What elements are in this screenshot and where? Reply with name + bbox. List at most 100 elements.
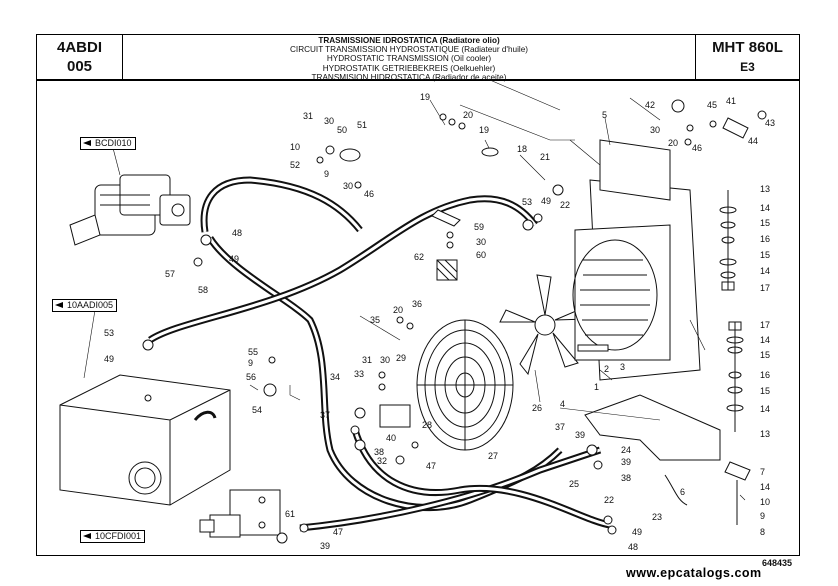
part-label: 15 — [760, 350, 770, 360]
part-label: 22 — [604, 495, 614, 505]
section-code: 4ABDI 005 — [37, 35, 123, 79]
part-label: 3 — [620, 362, 625, 372]
part-label: 52 — [290, 160, 300, 170]
model-variant: E3 — [740, 60, 755, 74]
part-label: 14 — [760, 404, 770, 414]
part-label: 38 — [621, 473, 631, 483]
part-label: 49 — [104, 354, 114, 364]
part-label: 21 — [540, 152, 550, 162]
part-label: 7 — [760, 467, 765, 477]
ref-valve-badge[interactable]: 10CFDI001 — [80, 530, 146, 543]
part-label: 48 — [232, 228, 242, 238]
part-label: 27 — [488, 451, 498, 461]
model-name: MHT 860L — [712, 39, 783, 56]
part-label: 55 — [248, 347, 258, 357]
part-numbers: 19 20 19 18 21 53 49 22 5 42 45 41 43 30… — [104, 92, 775, 552]
ref-pump-badge[interactable]: BCDI010 — [80, 137, 136, 150]
ref-tank-label: 10AADI005 — [67, 300, 114, 310]
oil-tank — [59, 374, 231, 506]
part-label: 39 — [575, 430, 585, 440]
bracket-7 — [724, 461, 751, 525]
ref-tank-badge[interactable]: 10AADI005 — [52, 299, 118, 312]
diagram-frame — [36, 80, 800, 556]
part-label: 49 — [632, 527, 642, 537]
part-label: 49 — [541, 196, 551, 206]
part-label: 62 — [414, 252, 424, 262]
part-label: 59 — [474, 222, 484, 232]
part-label: 39 — [621, 457, 631, 467]
part-label: 44 — [748, 136, 758, 146]
part-label: 45 — [707, 100, 717, 110]
part-label: 53 — [104, 328, 114, 338]
part-label: 61 — [285, 509, 295, 519]
part-label: 1 — [594, 382, 599, 392]
part-label: 56 — [246, 372, 256, 382]
part-label: 15 — [760, 218, 770, 228]
part-label: 22 — [560, 200, 570, 210]
section-code-line2: 005 — [66, 58, 93, 75]
header-box: 4ABDI 005 TRASMISSIONE IDROSTATICA (Radi… — [36, 34, 800, 82]
drawing-number: 648435 — [762, 558, 793, 568]
hydraulic-pump — [69, 174, 191, 246]
part-label: 13 — [760, 429, 770, 439]
oil-cooler — [572, 139, 701, 381]
fan-guard — [416, 319, 514, 451]
part-label: 32 — [377, 456, 387, 466]
title-german: HYDROSTATIK GETRIEBEKREIS (Oelkuehler) — [322, 63, 496, 73]
part-label: 42 — [645, 100, 655, 110]
part-label: 31 — [303, 111, 313, 121]
part-label: 13 — [760, 184, 770, 194]
arrow-left-icon — [55, 302, 63, 308]
part-label: 23 — [652, 512, 662, 522]
part-label: 41 — [726, 96, 736, 106]
part-label: 38 — [374, 447, 384, 457]
part-label: 36 — [412, 299, 422, 309]
part-label: 20 — [393, 305, 403, 315]
part-label: 10 — [290, 142, 300, 152]
part-label: 6 — [680, 487, 685, 497]
part-label: 19 — [479, 125, 489, 135]
model-block: MHT 860L E3 — [695, 35, 799, 79]
part-label: 43 — [765, 118, 775, 128]
part-label: 20 — [668, 138, 678, 148]
mounting-studs-lower — [726, 321, 744, 432]
part-label: 9 — [760, 511, 765, 521]
part-label: 53 — [522, 197, 532, 207]
arrow-left-icon — [83, 140, 91, 146]
part-label: 40 — [386, 433, 396, 443]
part-label: 25 — [569, 479, 579, 489]
part-label: 20 — [463, 110, 473, 120]
part-label: 28 — [422, 420, 432, 430]
hose-6 — [664, 474, 688, 506]
part-label: 14 — [760, 203, 770, 213]
part-label: 4 — [560, 399, 565, 409]
part-label: 17 — [760, 320, 770, 330]
part-label: 15 — [760, 250, 770, 260]
part-label: 9 — [324, 169, 329, 179]
part-label: 30 — [476, 237, 486, 247]
part-label: 30 — [343, 181, 353, 191]
part-label: 24 — [621, 445, 631, 455]
part-label: 16 — [760, 234, 770, 244]
part-label: 18 — [517, 144, 527, 154]
part-label: 9 — [248, 358, 253, 368]
part-label: 10 — [760, 497, 770, 507]
part-label: 35 — [370, 315, 380, 325]
part-label: 37 — [555, 422, 565, 432]
part-label: 5 — [602, 110, 607, 120]
part-label: 54 — [252, 405, 262, 415]
arrow-left-icon — [83, 533, 91, 539]
fittings — [142, 99, 767, 544]
part-label: 14 — [760, 266, 770, 276]
part-label: 60 — [476, 250, 486, 260]
part-label: 46 — [692, 143, 702, 153]
title-block: TRASMISSIONE IDROSTATICA (Radiatore olio… — [123, 35, 695, 82]
title-italian: TRASMISSIONE IDROSTATICA (Radiatore olio… — [318, 36, 500, 45]
part-label: 48 — [628, 542, 638, 552]
part-label: 15 — [760, 386, 770, 396]
part-label: 34 — [330, 372, 340, 382]
website-watermark: www.epcatalogs.com — [626, 566, 762, 580]
ref-pump-label: BCDI010 — [95, 138, 132, 148]
part-label: 8 — [760, 527, 765, 537]
